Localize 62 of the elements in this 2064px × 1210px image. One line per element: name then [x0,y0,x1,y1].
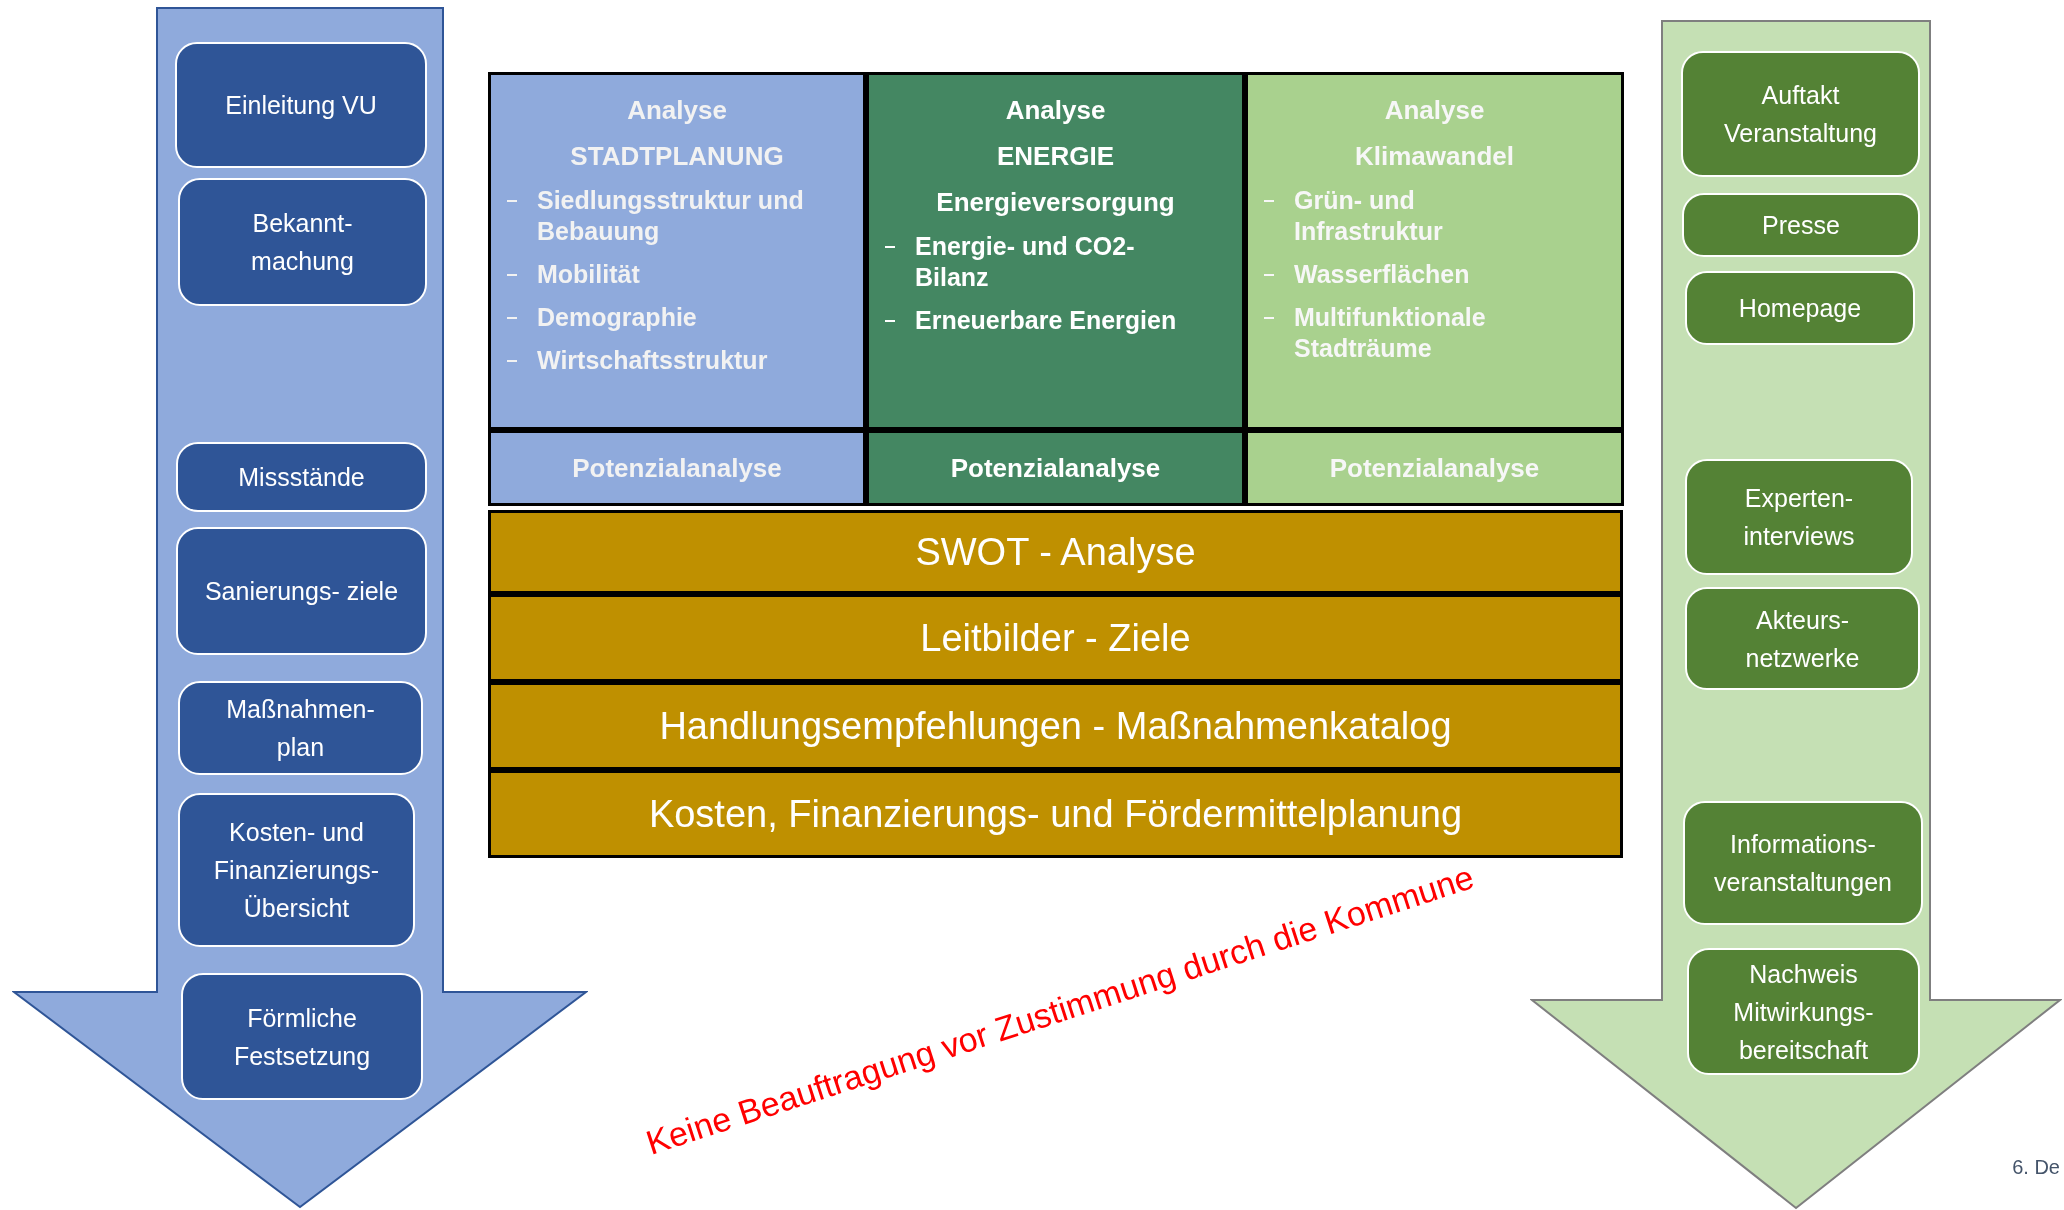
bullet-text: Wirtschaftsstruktur [537,345,768,376]
footer-text: Potenzialanalyse [950,451,1161,485]
page-footer-text: 6. De [2012,1155,2060,1180]
step-text: Missstände [238,462,365,493]
process-box [181,973,423,1100]
analysis-footer-box [866,430,1245,506]
step-text: Experten- interviews [1742,483,1856,552]
process-box [176,442,427,512]
bullet-text: Erneuerbare Energien [915,305,1177,336]
process-box [1681,51,1920,177]
band-text: SWOT - Analyse [915,529,1196,575]
bullet-text: Wasserflächen [1294,259,1470,290]
band-text: Leitbilder - Ziele [920,615,1191,661]
footer-text: Potenzialanalyse [572,451,782,485]
step-text: Förmliche Festsetzung [232,1002,372,1072]
band-text: Handlungsempfehlungen - Maßnahmenkatalog [659,703,1452,749]
step-text: Sanierungs- ziele [204,576,399,607]
step-text: Maßnahmen- plan [225,694,376,763]
step-text: Homepage [1738,293,1862,324]
heading: ENERGIE [997,140,1114,173]
stage-band [488,682,1623,770]
stage-band [488,510,1623,594]
step-text: Auftakt Veranstaltung [1723,80,1878,149]
process-box [178,178,427,306]
heading: Analyse [1384,94,1485,127]
heading: STADTPLANUNG [570,140,784,173]
analysis-box [488,72,866,430]
heading: Analyse [627,94,727,127]
process-box [1685,587,1920,690]
heading: Energieversorgung [936,186,1175,219]
step-text: Presse [1762,210,1840,241]
process-box [1685,459,1913,575]
analysis-box [1245,72,1624,430]
bullet-text: Mobilität [537,259,640,290]
process-box [176,527,427,655]
analysis-footer-box [1245,430,1624,506]
step-text: Bekannt- machung [250,208,355,277]
process-box [1683,801,1923,925]
step-text: Einleitung VU [225,90,377,121]
bullet-text: Siedlungsstruktur und Bebauung [537,185,805,247]
heading: Klimawandel [1355,140,1514,173]
process-box [178,793,415,947]
step-text: Kosten- und Finanzierungs- Übersicht [212,817,381,924]
process-box [1687,948,1920,1075]
bullet-text: Energie- und CO2- Bilanz [915,231,1136,293]
process-box [175,42,427,168]
stage-band [488,770,1623,858]
bullet-text: Grün- und Infrastruktur [1294,185,1444,247]
heading: Analyse [1005,94,1106,127]
analysis-box [866,72,1245,430]
step-text: Akteurs- netzwerke [1744,604,1861,674]
analysis-footer-box [488,430,866,506]
bullet-text: Demographie [537,302,697,333]
step-text: Informations- veranstaltungen [1713,829,1893,898]
stage-band [488,594,1623,682]
process-box [1682,193,1920,257]
bullet-text: Multifunktionale Stadträume [1294,302,1487,364]
process-box [178,681,423,775]
band-text: Kosten, Finanzierungs- und Fördermittelplanung [648,791,1463,837]
process-box [1685,271,1915,345]
step-text: Nachweis Mitwirkungs- bereitschaft [1732,958,1875,1066]
footer-text: Potenzialanalyse [1329,451,1540,485]
